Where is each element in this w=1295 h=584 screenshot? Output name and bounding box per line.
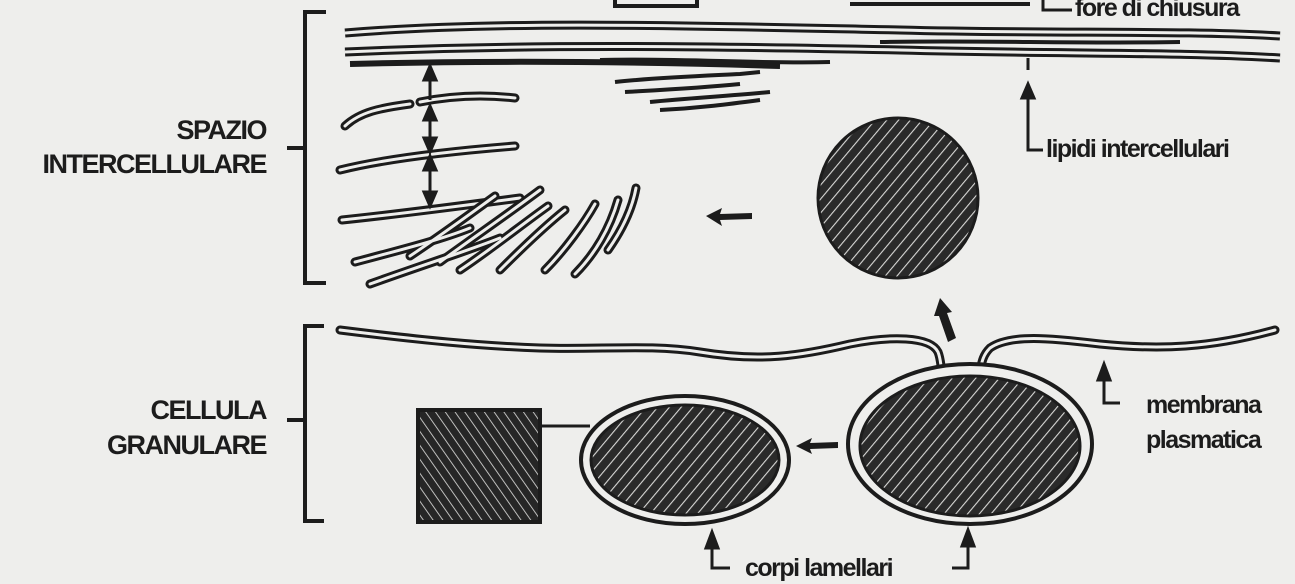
lipidi-pointer	[1022, 58, 1043, 150]
golgi-box	[418, 410, 590, 522]
label-spazio-line2: INTERCELLULARE	[10, 147, 266, 181]
bracket-spazio	[287, 12, 326, 283]
label-cellula-line1: CELLULA	[10, 393, 266, 427]
middle-arrow	[706, 208, 752, 226]
bracket-cellula	[287, 326, 324, 521]
lamellar-body-left	[581, 396, 789, 524]
membrana-pointer	[1098, 364, 1120, 403]
label-membrana-line1: membrana	[1146, 389, 1291, 421]
label-membrana-line2: plasmatica	[1146, 424, 1291, 456]
spacing-arrows	[424, 66, 436, 206]
release-arrow	[934, 298, 956, 342]
lipid-band	[345, 25, 1280, 66]
released-granule	[818, 118, 978, 278]
lamellar-body-right	[848, 364, 1092, 524]
top-box-fragment	[615, 0, 1072, 10]
plasma-membrane	[340, 330, 1275, 378]
label-top-right: fore di chiusura	[1075, 0, 1285, 24]
label-cellula-line2: GRANULARE	[10, 428, 266, 462]
lipid-lamellae-loose	[615, 72, 770, 110]
label-corpi: corpi lamellari	[745, 552, 945, 584]
label-spazio-line1: SPAZIO	[10, 113, 266, 147]
transport-arrow	[796, 438, 838, 454]
label-lipidi: lipidi intercellulari	[1046, 133, 1286, 165]
